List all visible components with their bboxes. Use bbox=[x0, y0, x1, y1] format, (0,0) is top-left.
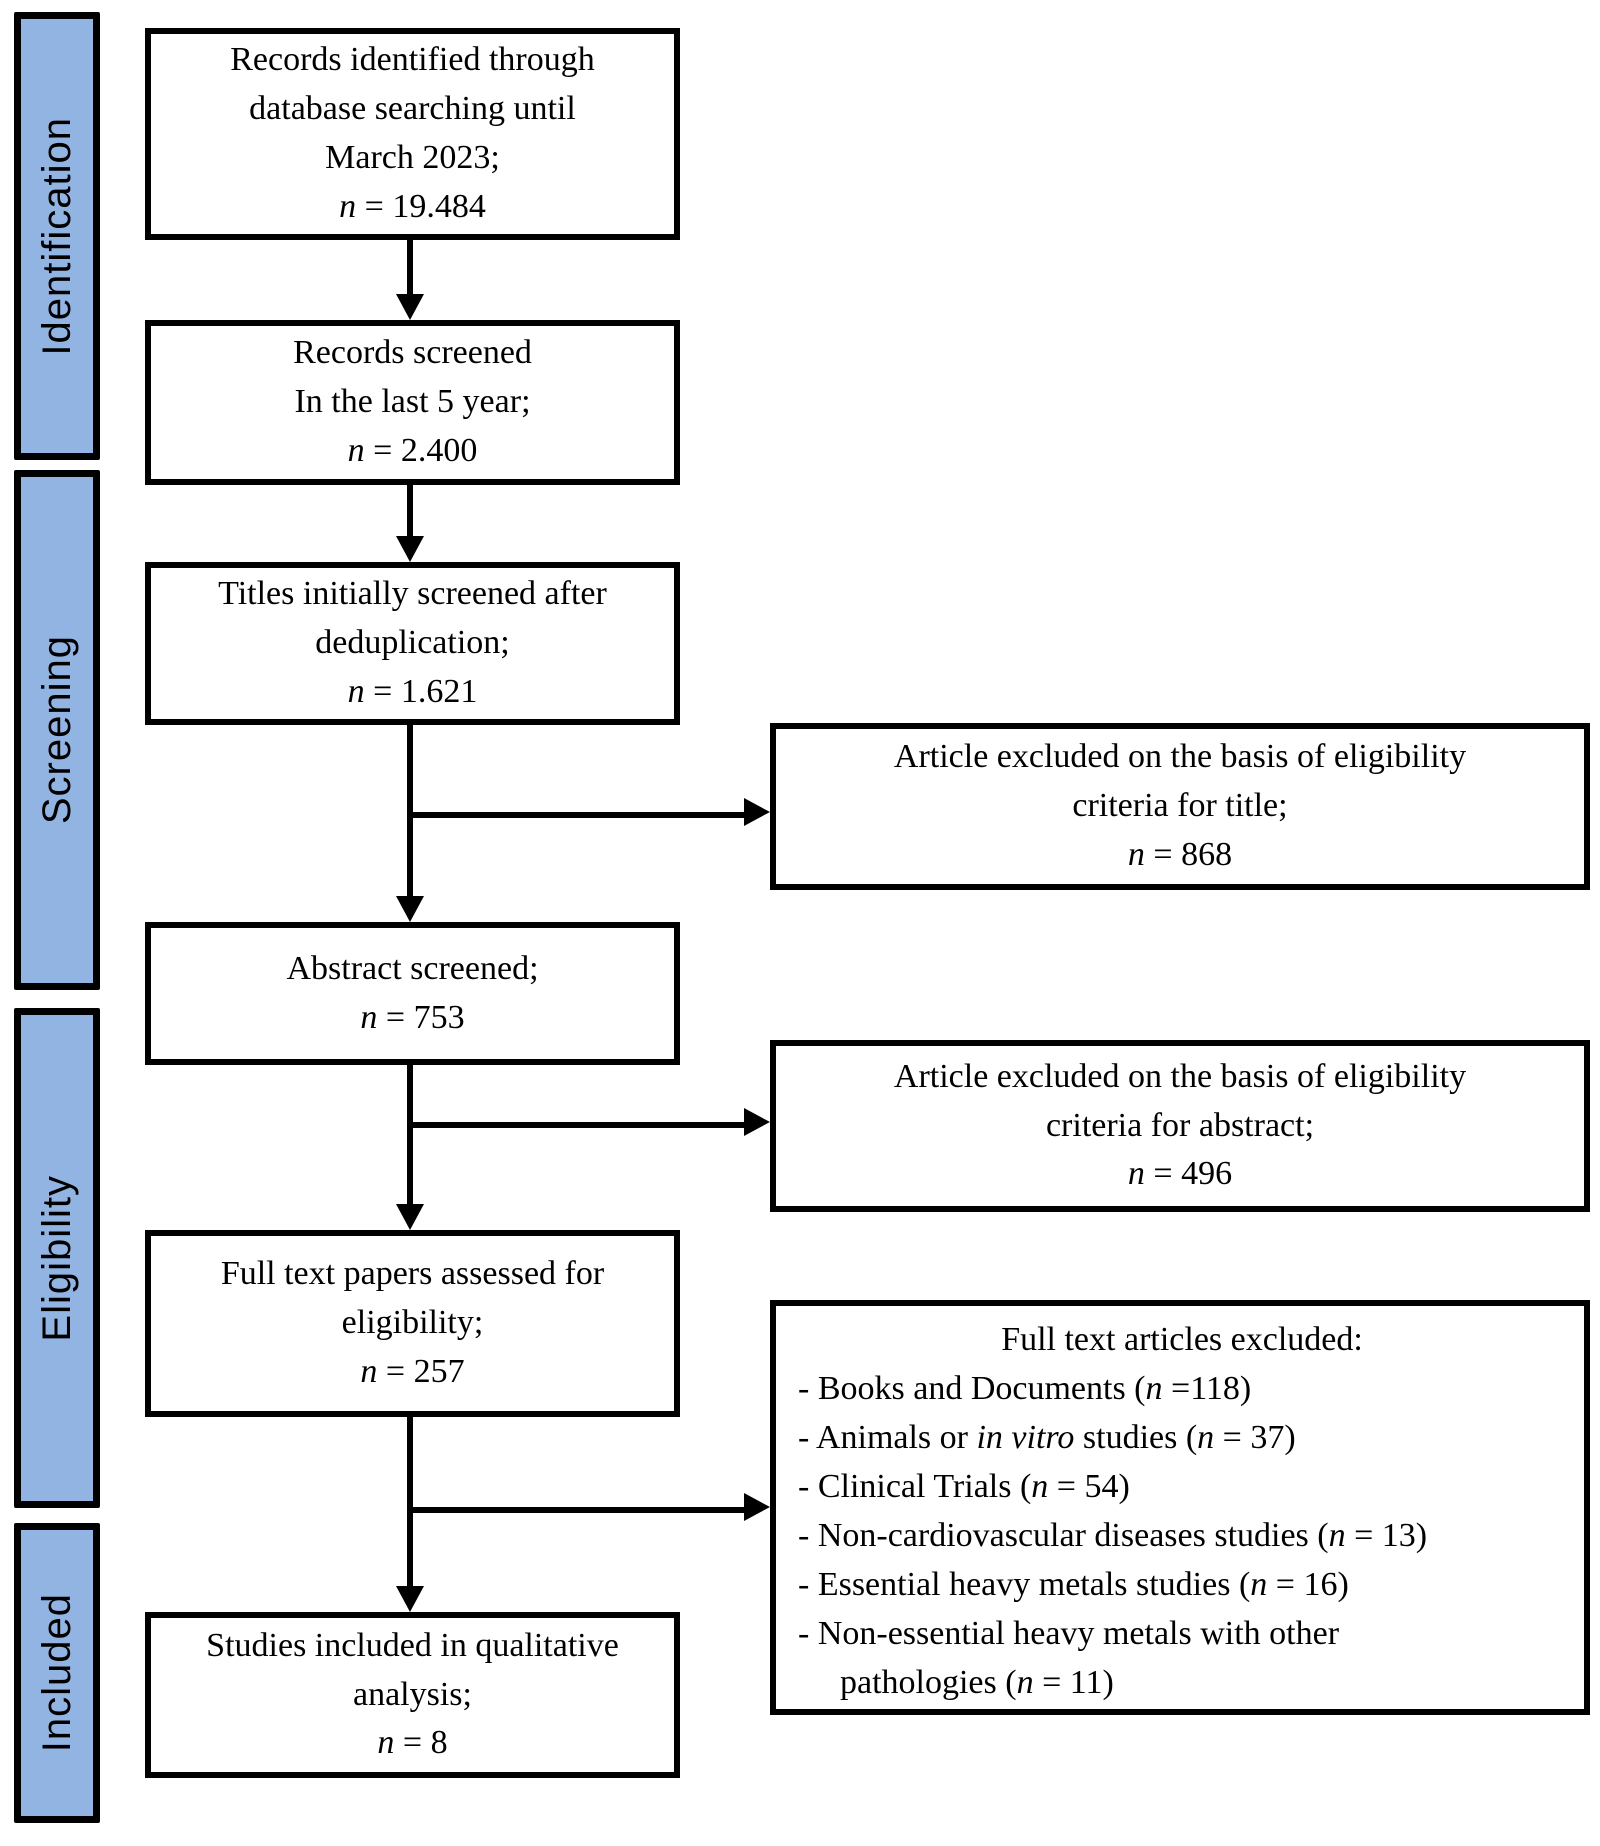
excluded-item: - Essential heavy metals studies (n = 16… bbox=[798, 1565, 1349, 1603]
flow-box-text: Records screened In the last 5 year; bbox=[293, 334, 532, 421]
arrow-down-to-titles-screened bbox=[396, 536, 424, 562]
exclusion-list-title: Full text articles excluded: bbox=[1001, 1321, 1363, 1358]
count-line: n = 496 bbox=[1127, 1155, 1233, 1193]
arrow-right-to-title-exclusion bbox=[744, 798, 770, 826]
excluded-item: - Non-cardiovascular diseases studies (n… bbox=[798, 1516, 1428, 1554]
arrow-down-to-full-text-assessed bbox=[396, 1204, 424, 1230]
arrow-down-to-records-screened bbox=[396, 294, 424, 320]
count-line: n = 257 bbox=[360, 1352, 465, 1390]
exclusion-box-title-criteria: Article excluded on the basis of eligibi… bbox=[770, 723, 1590, 890]
stage-band-included: Included bbox=[14, 1523, 100, 1823]
flow-box-records-screened: Records screened In the last 5 year; n =… bbox=[145, 320, 680, 485]
flow-box-text: Titles initially screened after deduplic… bbox=[218, 575, 607, 662]
excluded-item: - Animals or in vitro studies (n = 37) bbox=[798, 1418, 1296, 1456]
stage-label-screening: Screening bbox=[34, 635, 79, 825]
count-line: n = 1.621 bbox=[347, 672, 478, 710]
excluded-reasons-list: - Books and Documents (n =118) - Animals … bbox=[798, 1365, 1566, 1708]
count-line: n = 753 bbox=[360, 998, 465, 1036]
branch-line-full-text-exclusion bbox=[407, 1507, 744, 1513]
excluded-item: - Non-essential heavy metals with other bbox=[798, 1614, 1340, 1652]
flow-box-text: Abstract screened; bbox=[286, 949, 539, 987]
count-line: n = 2.400 bbox=[347, 431, 478, 469]
arrow-down-to-abstract-screened bbox=[396, 896, 424, 922]
flow-box-studies-included: Studies included in qualitative analysis… bbox=[145, 1612, 680, 1778]
connector-line-1 bbox=[407, 240, 413, 294]
excluded-item: - Clinical Trials (n = 54) bbox=[798, 1467, 1130, 1505]
flow-box-full-text-assessed: Full text papers assessed for eligibilit… bbox=[145, 1230, 680, 1417]
exclusion-box-text: Article excluded on the basis of eligibi… bbox=[893, 1057, 1467, 1144]
stage-band-identification: Identification bbox=[14, 12, 100, 460]
arrow-right-to-abstract-exclusion bbox=[744, 1108, 770, 1136]
flow-box-records-identified: Records identified through database sear… bbox=[145, 28, 680, 240]
arrow-right-to-full-text-exclusion bbox=[744, 1493, 770, 1521]
exclusion-box-full-text: Full text articles excluded: - Books and… bbox=[770, 1300, 1590, 1715]
excluded-item: - Books and Documents (n =118) bbox=[798, 1369, 1252, 1407]
stage-band-eligibility: Eligibility bbox=[14, 1008, 100, 1508]
exclusion-box-text: Article excluded on the basis of eligibi… bbox=[893, 738, 1467, 825]
flow-box-titles-screened: Titles initially screened after deduplic… bbox=[145, 562, 680, 725]
connector-line-4 bbox=[407, 1065, 413, 1204]
flow-box-text: Records identified through database sear… bbox=[230, 41, 595, 176]
flow-box-abstract-screened: Abstract screened; n = 753 bbox=[145, 922, 680, 1065]
stage-label-eligibility: Eligibility bbox=[34, 1174, 79, 1342]
exclusion-box-abstract-criteria: Article excluded on the basis of eligibi… bbox=[770, 1040, 1590, 1212]
stage-band-screening: Screening bbox=[14, 470, 100, 990]
count-line: n = 19.484 bbox=[339, 187, 486, 225]
branch-line-abstract-exclusion bbox=[407, 1122, 744, 1128]
stage-label-identification: Identification bbox=[34, 116, 79, 356]
branch-line-title-exclusion bbox=[407, 812, 744, 818]
flow-box-text: Full text papers assessed for eligibilit… bbox=[220, 1255, 605, 1342]
connector-line-5 bbox=[407, 1417, 413, 1586]
connector-line-2 bbox=[407, 485, 413, 536]
stage-label-included: Included bbox=[34, 1593, 79, 1753]
excluded-item: pathologies (n = 11) bbox=[840, 1663, 1114, 1701]
flow-box-text: Studies included in qualitative analysis… bbox=[206, 1626, 619, 1713]
count-line: n = 8 bbox=[377, 1724, 448, 1762]
arrow-down-to-studies-included bbox=[396, 1586, 424, 1612]
connector-line-3 bbox=[407, 725, 413, 896]
count-line: n = 868 bbox=[1127, 835, 1233, 873]
